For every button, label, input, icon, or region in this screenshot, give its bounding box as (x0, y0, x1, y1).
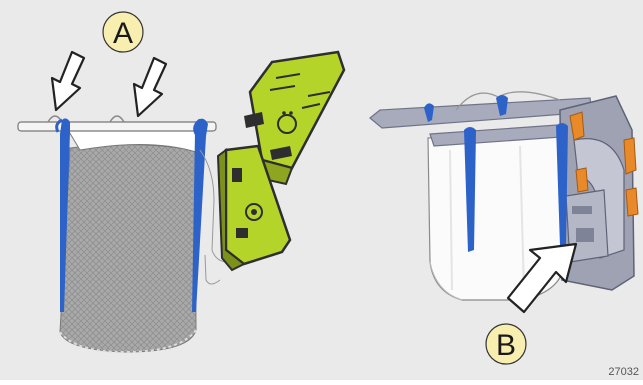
big-bag-mesh (60, 144, 196, 352)
figure-reference-number: 27032 (608, 366, 639, 378)
callout-a: A (103, 12, 143, 52)
orange-bracket (576, 168, 588, 192)
support-bar (18, 122, 216, 131)
callout-b-label: B (496, 329, 516, 362)
orange-bracket (624, 138, 636, 174)
callout-a-label: A (113, 17, 133, 50)
orange-bracket (626, 188, 638, 216)
callout-b: B (486, 324, 526, 364)
